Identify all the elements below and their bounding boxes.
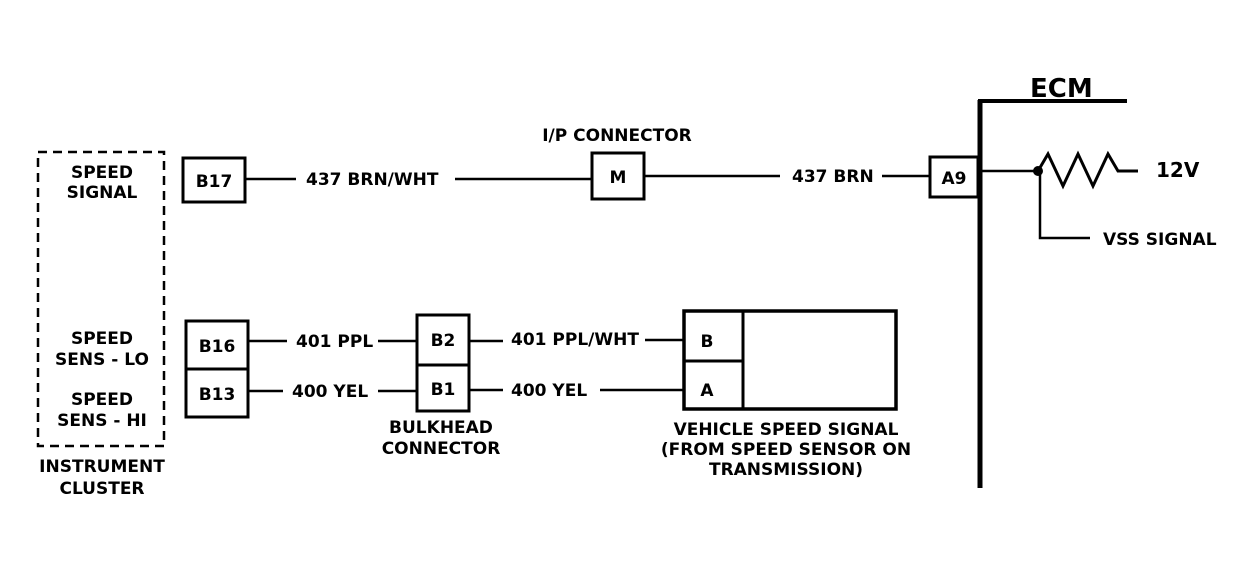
vss-label-3: TRANSMISSION)	[709, 460, 863, 480]
instrument-cluster: SPEED SIGNAL SPEED SENS - LO SPEED SENS …	[36, 150, 250, 499]
pin-b16-label: B16	[199, 337, 236, 357]
wire-400-yel-right: 400 YEL	[469, 381, 684, 401]
sens-hi-label-1: SPEED	[71, 390, 133, 410]
ecm-module: ECM A9 12V VSS SIGNAL	[928, 74, 1217, 488]
vss-signal-branch	[1038, 171, 1090, 240]
bulkhead-label-1: BULKHEAD	[389, 418, 493, 438]
vss-label-2: (FROM SPEED SENSOR ON	[661, 440, 911, 460]
sens-hi-label-2: SENS - HI	[57, 411, 147, 431]
bulkhead-pin-b1-box	[415, 363, 471, 413]
pin-b13-box	[184, 367, 250, 419]
vss-pin-a-label: A	[700, 381, 714, 401]
instrument-cluster-label-2: CLUSTER	[59, 479, 144, 499]
instrument-cluster-label-1: INSTRUMENT	[39, 457, 165, 477]
wire-401-ppl-label: 401 PPL	[296, 332, 373, 352]
ecm-pin-a9-label: A9	[942, 169, 967, 189]
wire-400-yel-left: 400 YEL	[248, 382, 417, 402]
bulkhead-pin-b2-label: B2	[431, 331, 456, 351]
ecm-supply-label: 12V	[1156, 158, 1200, 182]
wire-437-brn-label: 437 BRN	[792, 167, 874, 187]
pin-b13-label: B13	[199, 385, 236, 405]
wire-401-ppl-wht-label: 401 PPL/WHT	[511, 330, 639, 350]
wire-437-brn: 437 BRN	[644, 167, 930, 187]
ecm-title: ECM	[1030, 74, 1093, 104]
ip-connector-label: I/P CONNECTOR	[542, 126, 692, 146]
vehicle-speed-sensor: B A VEHICLE SPEED SIGNAL (FROM SPEED SEN…	[661, 309, 911, 480]
wire-401-ppl-wht: 401 PPL/WHT	[469, 330, 684, 350]
wire-437-brn-wht-label: 437 BRN/WHT	[306, 170, 439, 190]
wire-400-yel-left-label: 400 YEL	[292, 382, 368, 402]
vss-label-1: VEHICLE SPEED SIGNAL	[674, 420, 899, 440]
bulkhead-pin-b1-label: B1	[431, 380, 456, 400]
speed-signal-label-1: SPEED	[71, 163, 133, 183]
ip-connector-pin-m-label: M	[610, 168, 627, 188]
vss-pin-b-label: B	[701, 332, 714, 352]
speed-signal-label-2: SIGNAL	[67, 183, 138, 203]
wire-401-ppl: 401 PPL	[248, 332, 417, 352]
wire-400-yel-right-label: 400 YEL	[511, 381, 587, 401]
pullup-resistor	[1036, 150, 1138, 190]
bulkhead-label-2: CONNECTOR	[382, 439, 501, 459]
ip-connector-pin-m-box	[590, 151, 646, 201]
instrument-cluster-outline	[36, 150, 166, 448]
sens-lo-label-2: SENS - LO	[55, 350, 149, 370]
vss-signal-label: VSS SIGNAL	[1103, 230, 1217, 250]
bulkhead-connector: B2 B1 BULKHEAD CONNECTOR	[382, 313, 501, 459]
ip-connector: I/P CONNECTOR M	[542, 126, 692, 201]
sens-lo-label-1: SPEED	[71, 329, 133, 349]
pin-b16-box	[184, 319, 250, 371]
pin-b17-label: B17	[196, 172, 233, 192]
wire-437-brn-wht: 437 BRN/WHT	[245, 170, 592, 190]
